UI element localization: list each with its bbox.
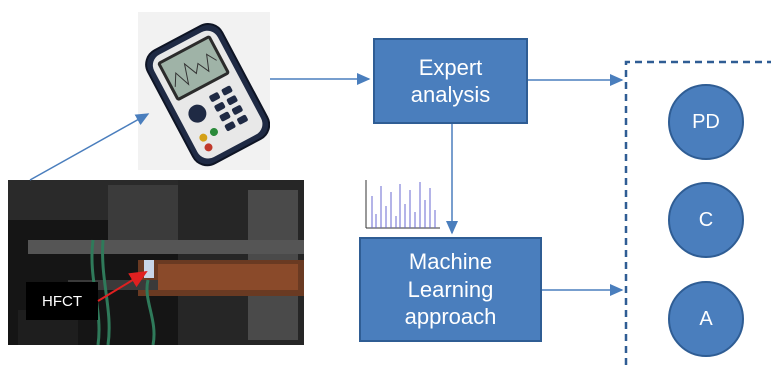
- class-circle-a: A: [668, 281, 744, 357]
- class-circle-c: C: [668, 182, 744, 258]
- hfct-installation-drawing: [8, 180, 304, 345]
- machine-learning-box: Machine Learning approach: [359, 237, 542, 342]
- expert-analysis-label: Expert analysis: [410, 54, 491, 108]
- expert-analysis-box: Expert analysis: [373, 38, 528, 124]
- pd-analyzer-device-image: [138, 12, 271, 170]
- class-circle-pd: PD: [668, 84, 744, 160]
- hfct-label: HFCT: [26, 282, 98, 320]
- pd-analyzer-device-drawing: [145, 23, 271, 167]
- class-label-c: C: [698, 208, 714, 231]
- photo-to-device-arrow: [29, 113, 150, 181]
- class-label-pd: PD: [692, 110, 720, 133]
- machine-learning-label: Machine Learning approach: [404, 249, 497, 330]
- classes-dashed-border: [624, 60, 771, 365]
- class-label-a: A: [699, 307, 713, 330]
- pd-signal-thumbnail: [364, 178, 440, 230]
- hfct-pointer-arrow: [97, 270, 148, 302]
